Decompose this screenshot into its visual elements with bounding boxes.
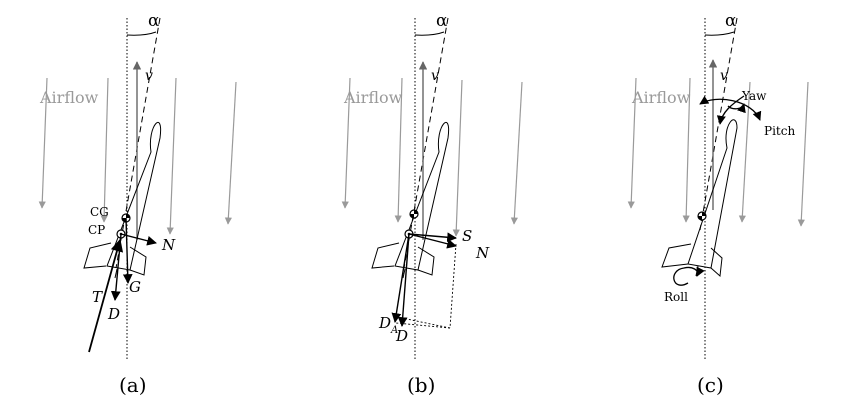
rocket-body <box>661 119 738 278</box>
panel-b: Airflow α v S N D A D (b) <box>341 11 523 397</box>
rocket-axis-line <box>699 17 738 231</box>
velocity-label: v <box>431 68 439 84</box>
rocket-body <box>83 121 162 279</box>
gravity-label: G <box>129 278 141 296</box>
pitch-yaw-arrow <box>699 95 762 121</box>
roll-label: Roll <box>664 290 688 304</box>
axial-drag-subscript: A <box>390 325 398 336</box>
normal-force-label: N <box>475 244 490 262</box>
cg-label: CG <box>90 205 109 219</box>
panel-a: Airflow α v CG CP N G D T <box>38 11 237 397</box>
airflow-label: Airflow <box>39 88 99 107</box>
velocity-label: v <box>720 68 728 84</box>
panel-caption: (b) <box>407 373 435 397</box>
airflow-arrows <box>38 77 237 235</box>
rocket-axis-line <box>115 17 161 269</box>
angle-label: α <box>436 11 448 31</box>
axial-drag-arrow <box>391 233 410 323</box>
panel-c: Airflow α v Yaw Pitch Roll (c) <box>627 11 809 397</box>
airflow-arrows <box>341 77 523 237</box>
rocket-axis-line <box>403 17 449 269</box>
airflow-label: Airflow <box>631 88 691 107</box>
thrust-label: T <box>92 288 103 306</box>
side-force-arrow <box>408 232 457 243</box>
gravity-arrow <box>122 217 133 284</box>
angle-arc <box>126 31 157 36</box>
angle-arc <box>704 31 735 36</box>
yaw-side-arrow <box>716 95 745 125</box>
panel-caption: (a) <box>119 373 147 397</box>
thrust-arrow <box>88 238 124 353</box>
angle-label: α <box>148 11 160 31</box>
angle-arc <box>414 31 445 36</box>
side-force-label: S <box>462 227 472 245</box>
pitch-label: Pitch <box>764 124 795 138</box>
normal-force-label: N <box>161 236 176 254</box>
velocity-label: v <box>145 68 153 84</box>
drag-arrow <box>397 233 410 327</box>
rotation-arrows <box>673 95 762 286</box>
panel-caption: (c) <box>697 373 724 397</box>
drag-label: D <box>107 305 120 323</box>
drag-label: D <box>395 327 408 345</box>
yaw-label: Yaw <box>741 89 767 103</box>
airflow-label: Airflow <box>343 88 403 107</box>
cp-label: CP <box>88 223 105 237</box>
rocket-body <box>371 121 450 279</box>
normal-force-arrow <box>408 233 457 249</box>
angle-label: α <box>725 11 737 31</box>
axial-drag-label: D <box>378 314 391 332</box>
roll-rotation-arrow <box>673 266 705 286</box>
